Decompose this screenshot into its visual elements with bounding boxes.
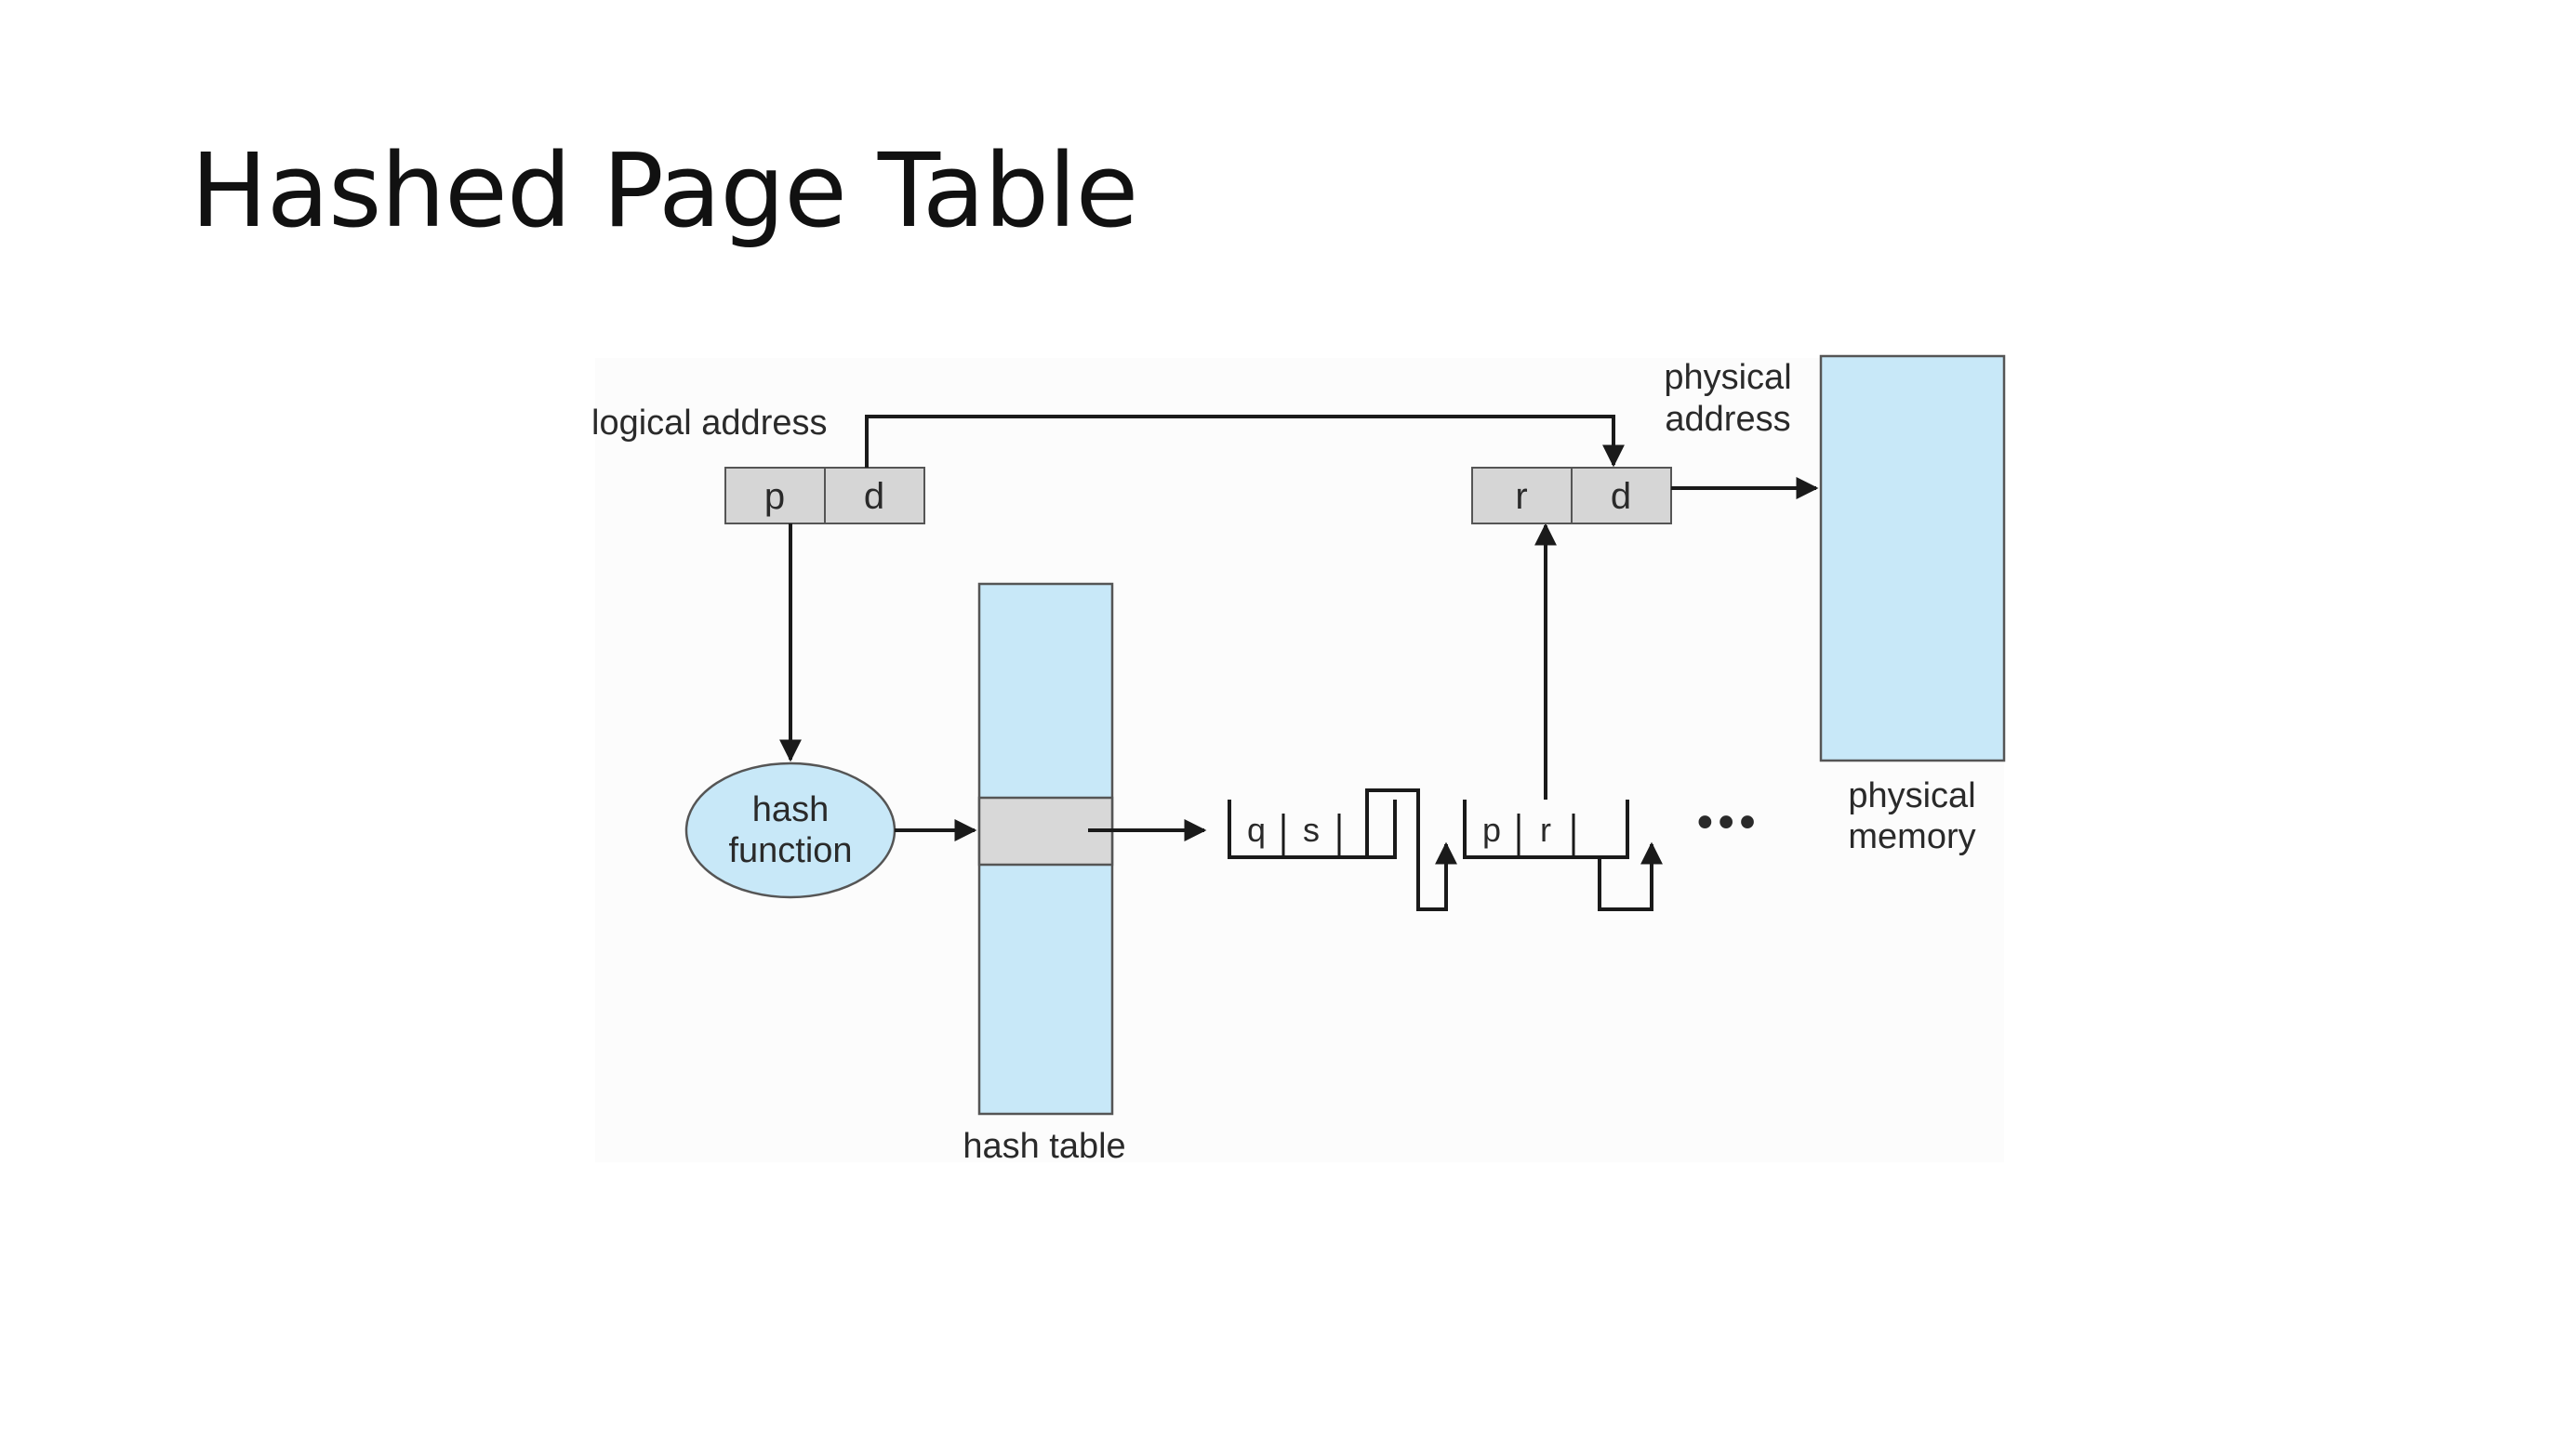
physical-address-label-line2: address [1665,400,1790,439]
physical-r-text: r [1515,476,1527,517]
chain-element-2-r: r [1540,811,1551,849]
physical-memory [1819,354,2006,762]
chain-element-1-outline [1228,800,1397,859]
chain-element-2-p: p [1482,811,1501,849]
chain-element-2: p r [1463,800,1663,911]
offset-passthrough-arrow [865,415,1625,468]
physical-memory-label-line2: memory [1848,817,1975,856]
hash-function-label-line1: hash [752,790,829,829]
logical-d-cell [824,467,925,524]
logical-p-text: p [764,476,785,517]
chain-element-1-next-pointer [1365,788,1457,911]
chain-element-1-q: q [1247,811,1266,849]
hash-function-label-line2: function [728,831,852,870]
chain-element-1: q s [1228,788,1457,911]
chain-element-1-s: s [1303,811,1320,849]
physical-memory-label-line1: physical [1848,776,1975,815]
slide-title: Hashed Page Table [191,131,1138,250]
physical-d-text: d [1611,476,1631,517]
hash-function: hash function [684,761,896,899]
logical-d-text: d [864,476,884,517]
logical-p-cell [724,467,826,524]
hash-table-label: hash table [963,1127,1125,1166]
chain-element-2-next-pointer [1598,841,1663,911]
physical-address-label-line1: physical [1664,358,1791,397]
hash-function-ellipse [684,761,896,899]
logical-address-register: p d [724,467,925,524]
physical-r-cell [1471,467,1573,524]
chain-continuation: ••• [1697,798,1760,847]
physical-address-register: r d [1471,467,1672,524]
logical-address-label: logical address [591,404,827,443]
chain-element-2-outline [1463,800,1629,859]
physical-d-cell [1571,467,1672,524]
hash-table [977,582,1114,1116]
